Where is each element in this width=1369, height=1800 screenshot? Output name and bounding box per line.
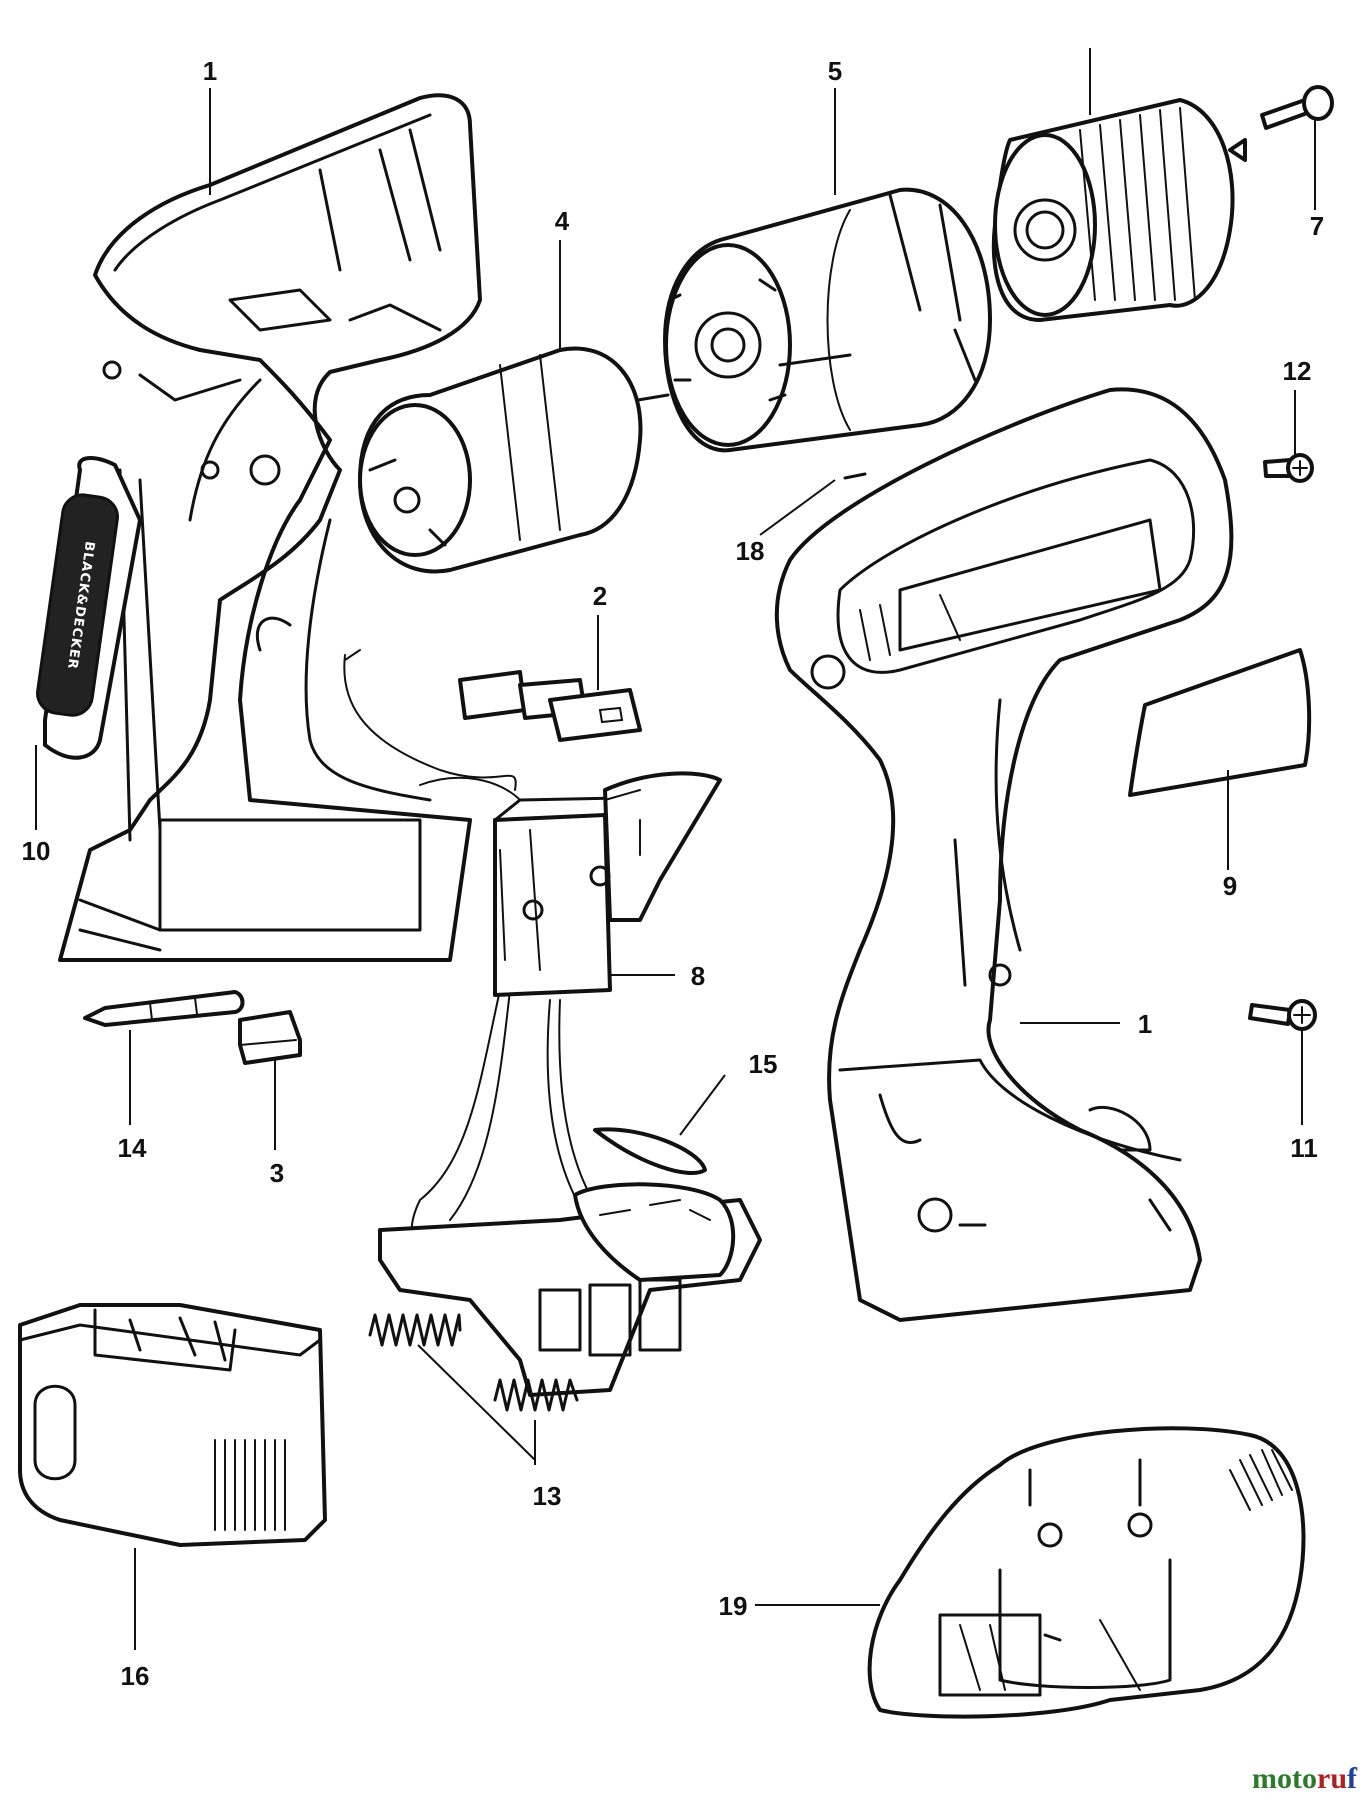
callout-3: 3 bbox=[270, 1158, 284, 1188]
callout-7: 7 bbox=[1310, 211, 1324, 241]
callout-15: 15 bbox=[749, 1049, 778, 1079]
watermark-logo: motoruf bbox=[1252, 1762, 1357, 1795]
bit-clip bbox=[238, 1010, 302, 1065]
callout-18: 18 bbox=[736, 536, 765, 566]
callout-12: 12 bbox=[1283, 356, 1312, 386]
callout-13: 13 bbox=[533, 1481, 562, 1511]
callout-2: 2 bbox=[593, 581, 607, 611]
side-grip-brand-plate: BLACK&DECKER bbox=[36, 456, 142, 760]
small-key bbox=[843, 472, 867, 480]
screw-12 bbox=[1263, 453, 1314, 483]
callout-14: 14 bbox=[118, 1133, 147, 1163]
callout-1-left: 1 bbox=[203, 56, 217, 86]
screwdriver-bit bbox=[83, 990, 245, 1027]
trigger-switch bbox=[493, 771, 722, 997]
housing-right-half bbox=[774, 387, 1234, 1322]
spring-upper bbox=[368, 1313, 462, 1347]
callout-10: 10 bbox=[22, 836, 51, 866]
callout-1-right: 1 bbox=[1138, 1009, 1152, 1039]
label-plate bbox=[1128, 648, 1312, 797]
terminal-connectors bbox=[458, 670, 642, 742]
callout-16: 16 bbox=[121, 1661, 150, 1691]
callout-labels: 1 4 5 7 12 18 2 10 9 8 1 15 11 14 3 13 1… bbox=[22, 56, 1325, 1691]
curved-strip bbox=[593, 1127, 707, 1175]
callout-9: 9 bbox=[1223, 871, 1237, 901]
charger bbox=[867, 1426, 1306, 1719]
battery-terminal-block bbox=[378, 1182, 762, 1397]
callout-11: 11 bbox=[1290, 1133, 1318, 1163]
chuck-screw bbox=[1260, 85, 1334, 130]
leader-lines bbox=[35, 48, 1316, 1650]
callout-4: 4 bbox=[555, 206, 570, 236]
callout-8: 8 bbox=[691, 961, 705, 991]
gearbox bbox=[663, 187, 992, 453]
housing-left-half bbox=[58, 93, 482, 962]
screw-11 bbox=[1248, 999, 1317, 1031]
callout-5: 5 bbox=[828, 56, 842, 86]
callout-19: 19 bbox=[719, 1591, 748, 1621]
spring-lower bbox=[493, 1378, 579, 1412]
keyless-chuck bbox=[991, 98, 1247, 322]
battery-pack bbox=[18, 1303, 327, 1547]
motor bbox=[358, 346, 670, 574]
